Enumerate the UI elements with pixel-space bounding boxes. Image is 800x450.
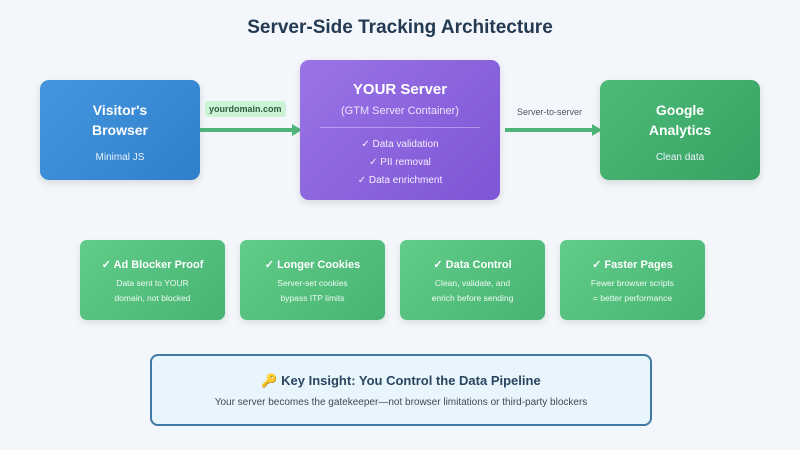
your-server-node: YOUR Server (GTM Server Container) ✓ Dat… xyxy=(300,60,500,200)
insight-text: Your server becomes the gatekeeper—not b… xyxy=(214,397,588,408)
server-subtitle: (GTM Server Container) xyxy=(341,105,459,117)
key-insight-box: 🔑 Key Insight: You Control the Data Pipe… xyxy=(150,354,652,426)
insight-title: 🔑 Key Insight: You Control the Data Pipe… xyxy=(152,373,650,389)
benefit-card-faster-pages: ✓ Faster Pages Fewer browser scripts= be… xyxy=(560,240,705,320)
browser-title-line1: Visitor's xyxy=(92,102,148,118)
analytics-title-line1: Google xyxy=(655,102,705,118)
server-to-analytics-arrow xyxy=(505,124,602,136)
benefit-title: ✓ Longer Cookies xyxy=(264,259,361,271)
server-title: YOUR Server xyxy=(352,81,448,98)
server-feature: ✓ Data enrichment xyxy=(357,175,443,186)
server-feature: ✓ PII removal xyxy=(369,157,431,168)
benefit-title: ✓ Data Control xyxy=(433,259,512,271)
key-icon: 🔑 xyxy=(261,373,278,388)
browser-to-server-arrow xyxy=(200,124,302,136)
google-analytics-node: Google Analytics Clean data xyxy=(600,80,760,180)
analytics-title: Google Analytics xyxy=(600,80,760,140)
diagram-title: Server-Side Tracking Architecture xyxy=(247,17,553,38)
browser-title-line2: Browser xyxy=(91,122,149,138)
server-feature: ✓ Data validation xyxy=(361,139,439,150)
domain-label: yourdomain.com xyxy=(205,101,286,117)
browser-title: Visitor's Browser xyxy=(40,80,200,140)
server-divider xyxy=(320,127,480,128)
insight-title-text: Key Insight: You Control the Data Pipeli… xyxy=(281,373,541,388)
analytics-title-line2: Analytics xyxy=(648,122,712,138)
benefit-title: ✓ Ad Blocker Proof xyxy=(101,259,204,271)
browser-subtitle: Minimal JS xyxy=(95,152,145,163)
server-to-server-label: Server-to-server xyxy=(517,107,583,117)
analytics-subtitle: Clean data xyxy=(655,152,705,163)
benefit-title: ✓ Faster Pages xyxy=(592,259,673,271)
visitor-browser-node: Visitor's Browser Minimal JS xyxy=(40,80,200,180)
benefit-description: Fewer browser scripts= better performanc… xyxy=(590,278,675,303)
